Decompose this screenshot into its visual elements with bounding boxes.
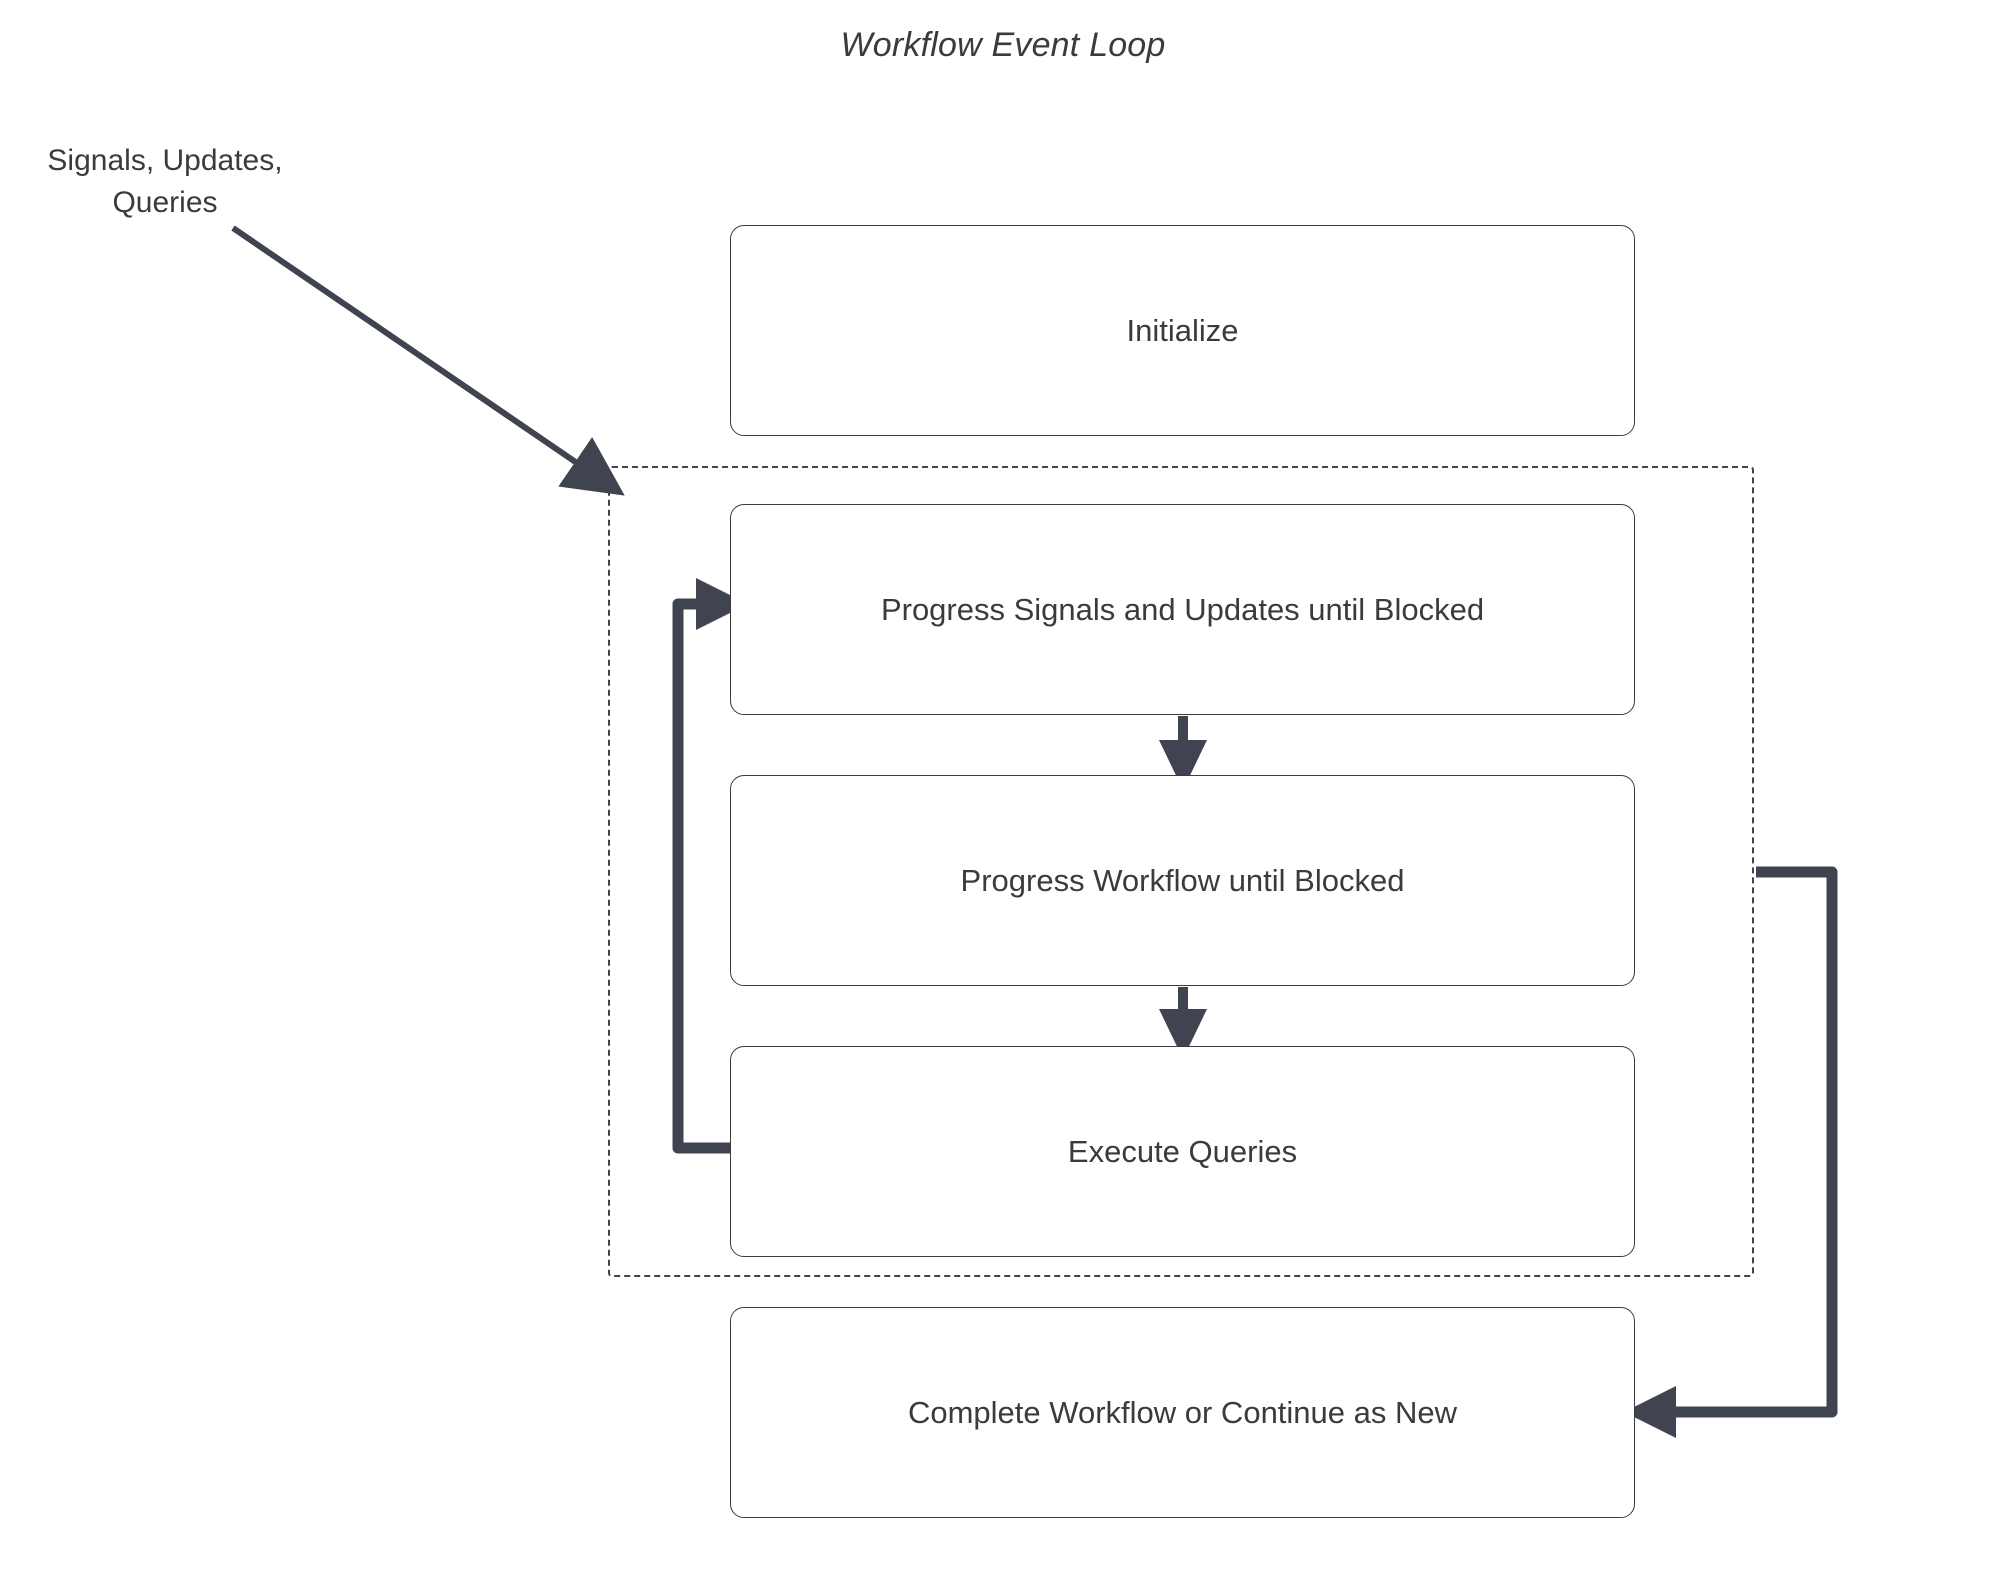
- node-initialize-label: Initialize: [1126, 312, 1239, 348]
- node-execute-queries[interactable]: Execute Queries: [730, 1046, 1635, 1257]
- node-progress-workflow[interactable]: Progress Workflow until Blocked: [730, 775, 1635, 986]
- external-input-label-line-1: Signals, Updates,: [47, 144, 283, 177]
- node-progress-signals[interactable]: Progress Signals and Updates until Block…: [730, 504, 1635, 715]
- edge-external-to-loop: [231, 225, 625, 496]
- page-title: Workflow Event Loop: [840, 26, 1166, 64]
- node-complete-workflow-label: Complete Workflow or Continue as New: [907, 1394, 1458, 1430]
- external-input-label: Signals, Updates, Queries: [20, 140, 310, 224]
- external-input-label-line-2: Queries: [112, 186, 218, 219]
- node-initialize[interactable]: Initialize: [730, 225, 1635, 436]
- node-progress-workflow-label: Progress Workflow until Blocked: [960, 862, 1405, 898]
- node-execute-queries-label: Execute Queries: [1067, 1133, 1298, 1169]
- node-progress-signals-label: Progress Signals and Updates until Block…: [880, 591, 1485, 627]
- node-complete-workflow[interactable]: Complete Workflow or Continue as New: [730, 1307, 1635, 1518]
